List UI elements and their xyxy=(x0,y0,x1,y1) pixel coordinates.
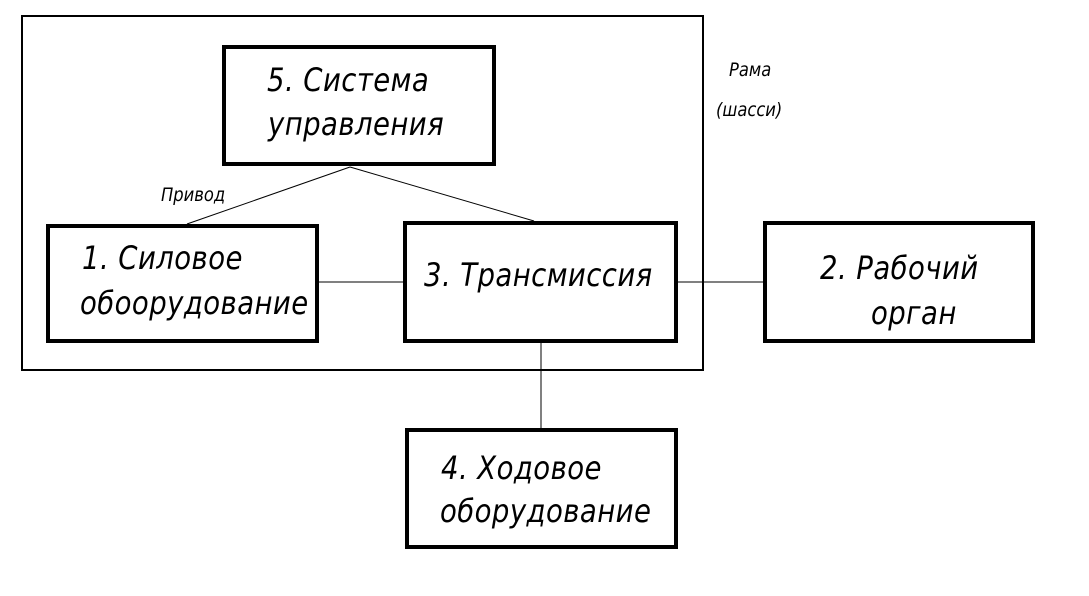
running-gear-block xyxy=(405,428,678,549)
drive-link-power xyxy=(186,166,351,225)
frame-label-line1: Рама xyxy=(729,59,772,81)
drive-link-transmission xyxy=(349,166,535,222)
drive-label: Привод xyxy=(161,184,226,206)
running-gear-line1: 4. Ходовое xyxy=(441,449,602,487)
running-gear-line2: оборудование xyxy=(440,492,652,530)
control-system-block xyxy=(222,45,496,166)
frame-label-line2: (шасси) xyxy=(716,99,783,121)
transmission-label: 3. Трансмиссия xyxy=(424,256,653,294)
chassis-frame xyxy=(21,15,704,371)
working-body-block xyxy=(763,221,1035,343)
transmission-block xyxy=(403,221,678,343)
working-body-line2: орган xyxy=(871,294,957,332)
power-equipment-line1: 1. Силовое xyxy=(82,239,243,277)
control-system-line1: 5. Система xyxy=(267,61,430,99)
power-equipment-line2: обоорудование xyxy=(80,284,309,322)
control-system-line2: управления xyxy=(268,105,445,143)
power-equipment-block xyxy=(46,224,319,343)
working-body-line1: 2. Рабочий xyxy=(820,249,979,287)
